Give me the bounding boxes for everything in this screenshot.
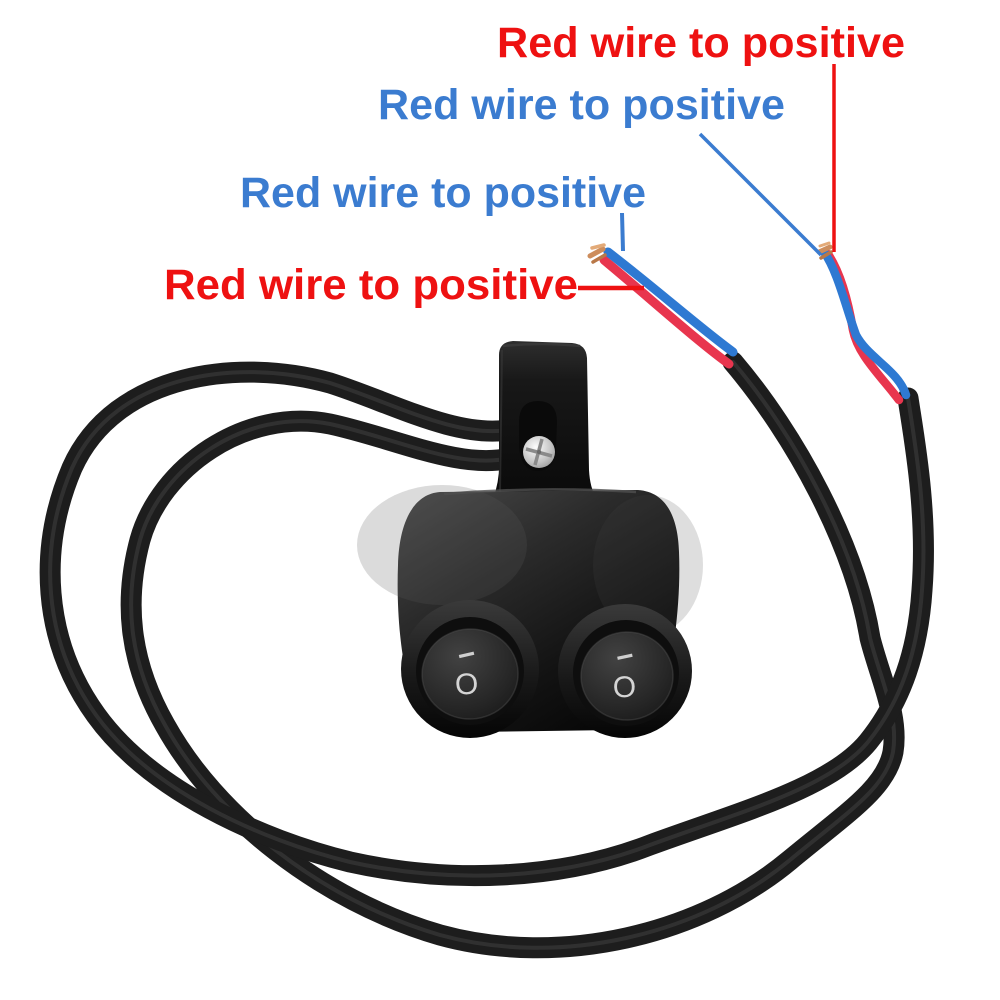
stripped-wires [587,241,911,405]
cable-loops [39,351,934,959]
left-rocker-button [422,628,519,720]
annotation-label-1: Red wire to positive [497,19,905,67]
cable-outer-sheen [48,370,926,878]
screw-center [536,449,542,455]
annotation-label-2: Red wire to positive [378,81,785,129]
rocker-switch-right: I O [558,604,692,738]
leader-lines [578,64,836,291]
left-red-wire [599,255,734,369]
right-rocker-rim [580,631,674,721]
right-rocker-button [581,632,673,721]
mounting-bracket [493,341,596,499]
right-blue-wire [819,247,911,400]
annotation-label-4: Red wire to positive [164,261,578,309]
cable-outer-loop [39,361,934,887]
housing-sheen-left [357,485,527,605]
leader-line-upper-blue [698,132,823,257]
bracket-edge-highlight [502,342,581,348]
cable-inner-loop [120,351,905,959]
annotation-labels: Red wire to positive Red wire to positiv… [164,19,905,309]
bracket-left-highlight [499,349,503,493]
housing-sheen-right [593,495,703,635]
left-rocker-rim [421,628,519,720]
rocker-switch-left: I O [401,600,539,738]
left-blue-wire [603,247,738,357]
left-rocker-off-mark: O [454,668,479,702]
annotation-label-3: Red wire to positive [240,169,646,217]
right-rocker-on-mark: I [612,651,638,662]
right-rocker-off-mark: O [612,671,636,705]
leader-line-lower-blue [620,212,625,252]
right-copper-tip [816,241,833,260]
cable-inner-sheen [129,360,897,950]
housing-top-highlight [443,488,637,496]
left-copper-tip [587,243,607,264]
left-rocker-on-mark: I [454,649,480,661]
